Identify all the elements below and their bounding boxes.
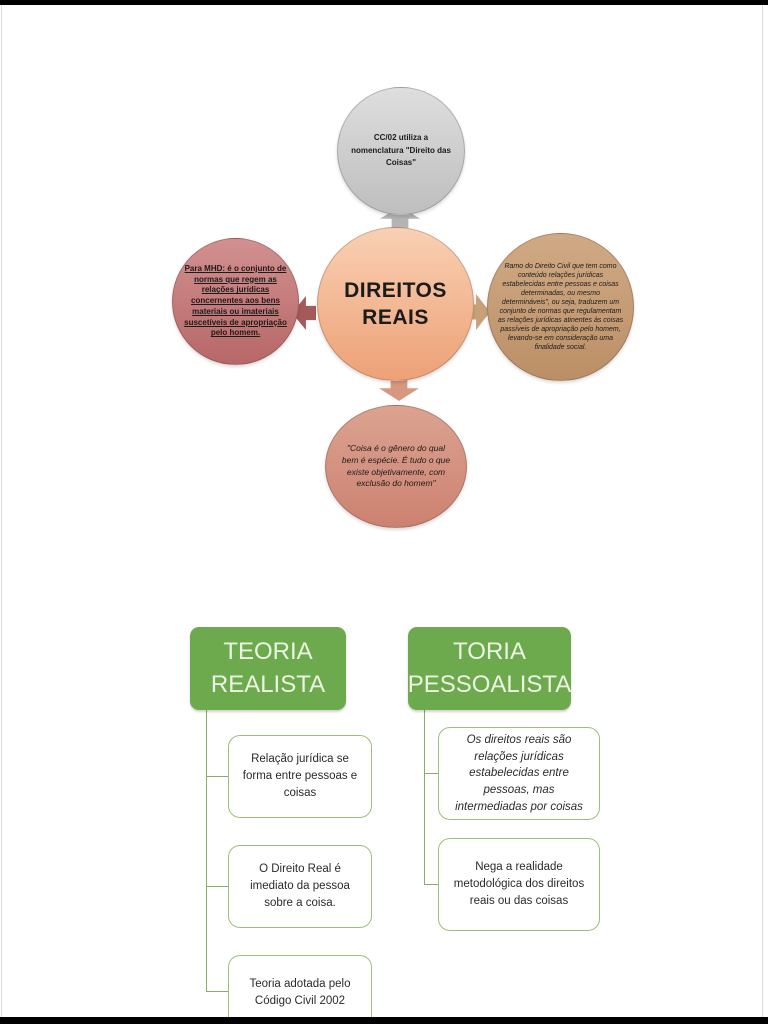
- node-coisa-definition-text: "Coisa é o gênero do qual bem é espécie.…: [341, 442, 451, 489]
- node-coisa-definition: "Coisa é o gênero do qual bem é espécie.…: [325, 405, 467, 528]
- node-direitos-reais-title: DIREITOS REAIS: [344, 278, 447, 329]
- header-teoria-realista-label: TEORIA REALISTA: [210, 638, 326, 698]
- node-cc02-text: CC/02 utiliza a nomenclatura "Direito da…: [351, 133, 451, 168]
- connector-line: [206, 991, 228, 992]
- node-ramo-direito-civil: Ramo do Direito Civil que tem como conte…: [487, 233, 634, 381]
- page-bottom-border: [0, 1017, 768, 1024]
- page-left-edge: [1, 0, 2, 1024]
- page-right-edge: [762, 0, 763, 1024]
- connector-line: [424, 710, 425, 884]
- node-mhd-definition: Para MHD: é o conjunto de normas que reg…: [172, 238, 299, 365]
- connector-line: [206, 710, 207, 992]
- node-direitos-reais: DIREITOS REAIS: [317, 227, 474, 381]
- list-item-text: O Direito Real é imediato da pessoa sobr…: [250, 863, 350, 909]
- node-ramo-direito-civil-text: Ramo do Direito Civil que tem como conte…: [497, 262, 624, 352]
- connector-line: [206, 776, 228, 777]
- connector-line: [206, 886, 228, 887]
- arrow-down-icon: [379, 379, 419, 401]
- node-mhd-definition-text: Para MHD: é o conjunto de normas que reg…: [184, 263, 287, 338]
- list-item: Os direitos reais são relações jurídicas…: [438, 727, 600, 820]
- list-item-text: Os direitos reais são relações jurídicas…: [455, 733, 583, 813]
- page-top-border: [0, 0, 768, 5]
- connector-line: [424, 884, 438, 885]
- list-item-text: Nega a realidade metodológica dos direit…: [453, 861, 585, 907]
- list-item: Teoria adotada pelo Código Civil 2002: [228, 955, 372, 1024]
- list-item: Relação jurídica se forma entre pessoas …: [228, 735, 372, 818]
- node-cc02: CC/02 utiliza a nomenclatura "Direito da…: [337, 87, 465, 215]
- header-toria-pessoalista-label: TORIA PESSOALISTA: [407, 638, 572, 698]
- list-item: O Direito Real é imediato da pessoa sobr…: [228, 845, 372, 928]
- header-toria-pessoalista: TORIA PESSOALISTA: [408, 627, 571, 710]
- list-item-text: Teoria adotada pelo Código Civil 2002: [249, 978, 351, 1007]
- list-item: Nega a realidade metodológica dos direit…: [438, 838, 600, 931]
- list-item-text: Relação jurídica se forma entre pessoas …: [242, 753, 358, 799]
- connector-line: [424, 773, 438, 774]
- header-teoria-realista: TEORIA REALISTA: [190, 627, 346, 710]
